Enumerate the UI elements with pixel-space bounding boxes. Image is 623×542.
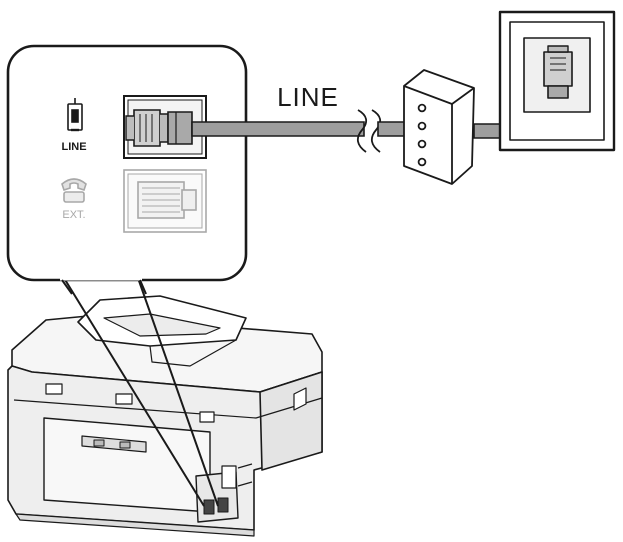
telephone-icon [61,178,87,203]
wall-phone-jack [498,10,616,152]
cable-break [356,109,382,153]
callout-pointer [63,277,219,507]
phone-line-splitter [403,69,475,185]
ext-port: EXT. [61,178,87,221]
callout-bubble [6,44,248,282]
ext-socket [123,169,207,233]
cable-label: LINE [277,82,339,112]
ext-port-label: EXT. [62,209,85,221]
printer [7,295,323,537]
wall-plug [543,51,573,87]
line-port: LINE [61,98,87,153]
rear-panel [43,417,211,513]
rj11-plug [133,109,161,147]
phone-jack-icon [67,98,83,132]
line-port-label: LINE [61,141,86,153]
